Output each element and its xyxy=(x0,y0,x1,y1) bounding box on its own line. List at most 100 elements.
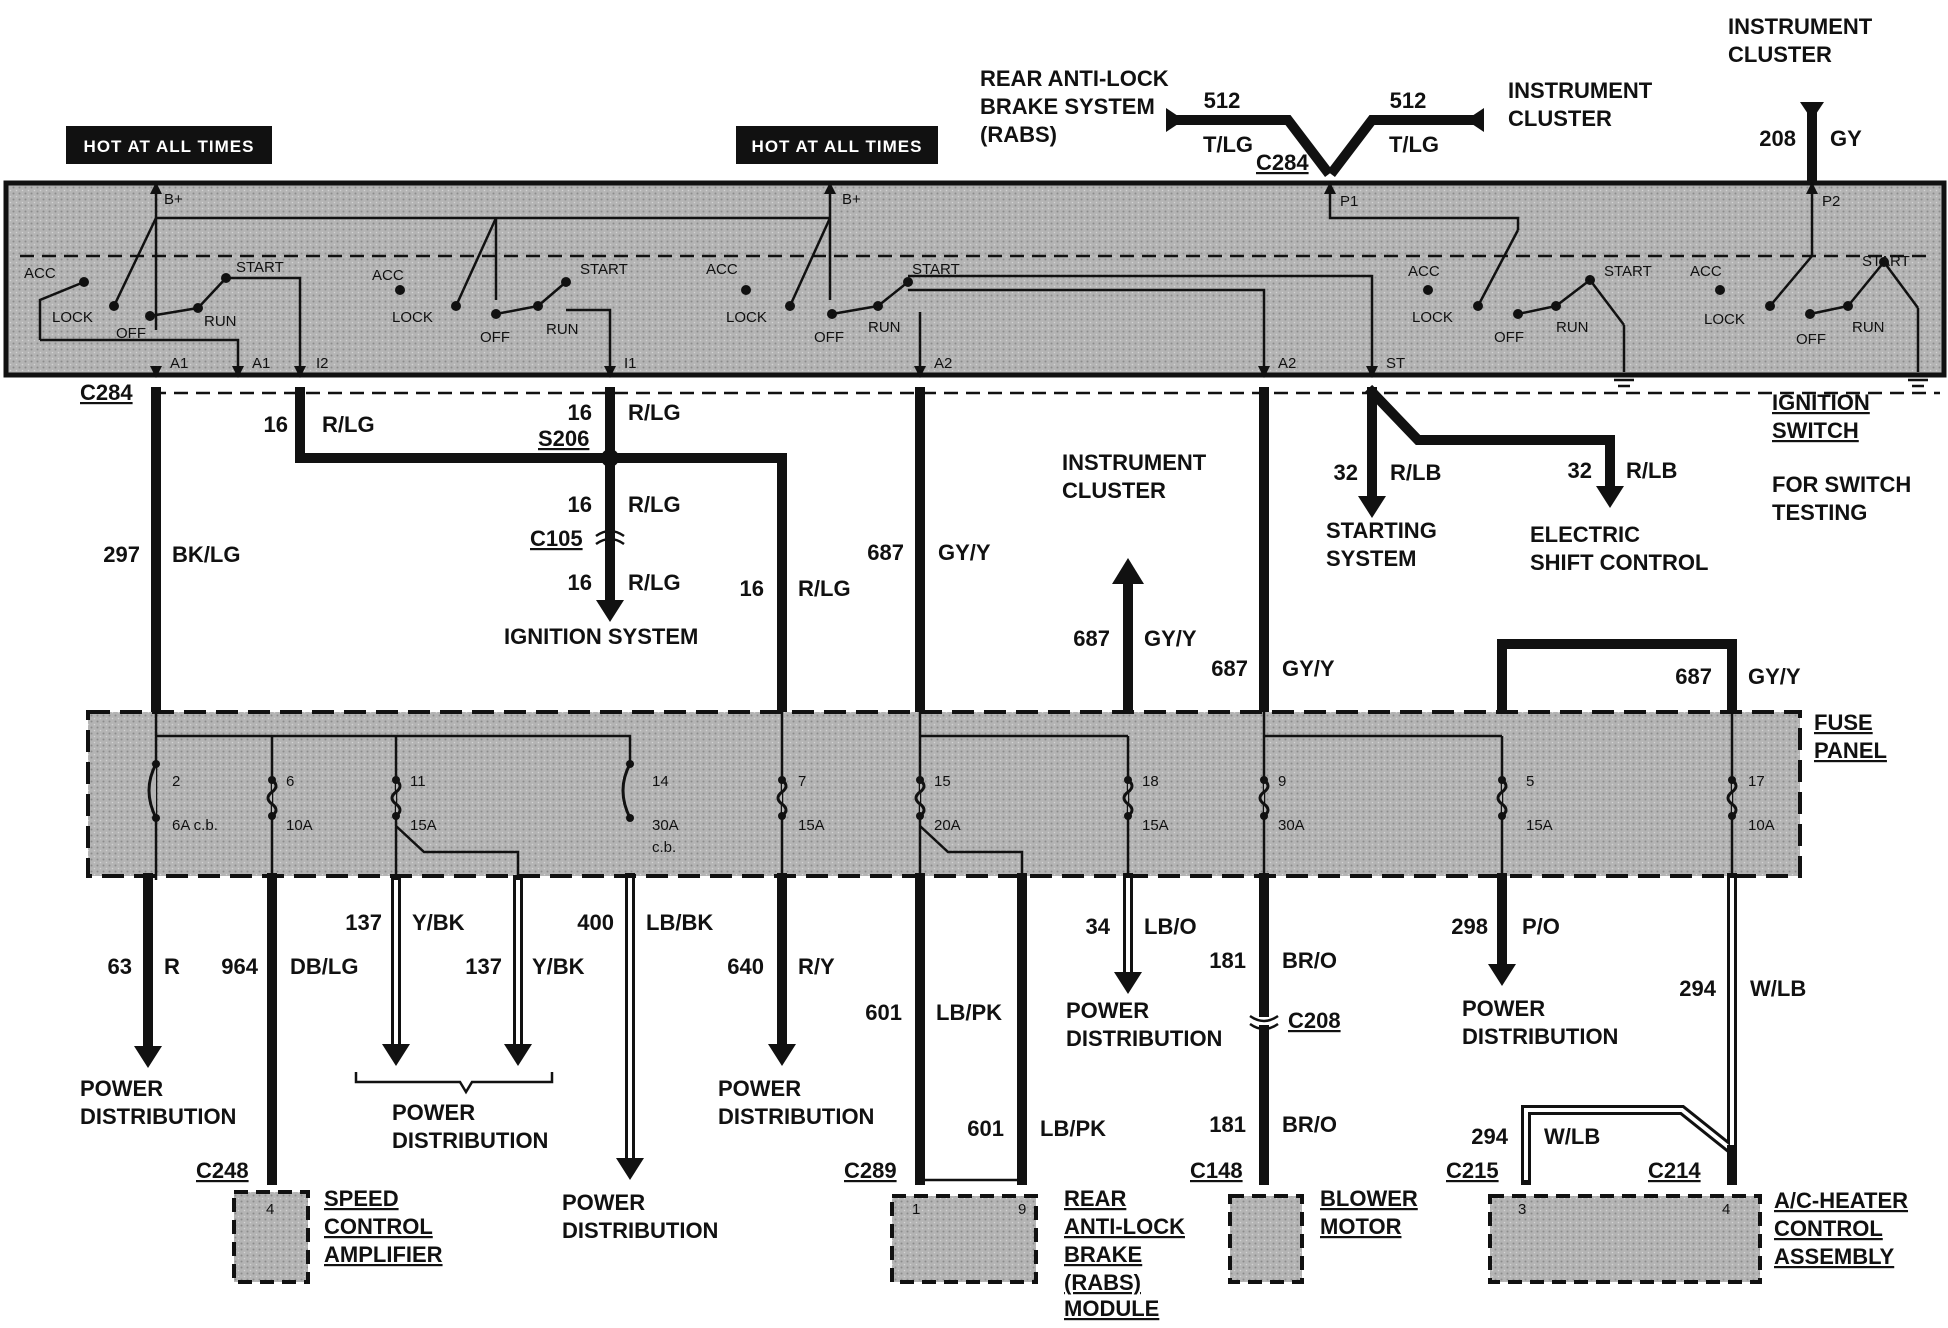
lock-label-3: LOCK xyxy=(726,309,767,326)
wire-687d-color: GY/Y xyxy=(1748,664,1801,689)
switch-group-4 xyxy=(1423,229,1595,319)
wire-964-num: 964 xyxy=(221,954,258,979)
start-label-2: START xyxy=(580,261,628,278)
wire-687b-num: 687 xyxy=(1073,626,1110,651)
terminal-arrows xyxy=(150,182,1818,378)
power-dist-brace xyxy=(354,1072,554,1095)
fuse-terminal xyxy=(1728,776,1736,784)
instr-cluster-right-1: INSTRUMENT xyxy=(1508,78,1653,103)
wire-400-color: LB/BK xyxy=(646,910,713,935)
p1-bus xyxy=(1328,186,1520,230)
hot-tag-1 xyxy=(66,126,272,164)
rabs-mod-1: REAR xyxy=(1064,1186,1126,1211)
c215-label: C215 xyxy=(1446,1158,1499,1183)
acc-label-1: ACC xyxy=(24,265,56,282)
power-dist-5b: DISTRIBUTION xyxy=(1066,1026,1222,1051)
fuse-symbols xyxy=(147,760,1738,822)
ground-icon xyxy=(1904,372,1932,388)
fuse-18-rating: 15A xyxy=(1142,817,1169,834)
c208-label: C208 xyxy=(1288,1008,1341,1033)
wire-298-num: 298 xyxy=(1451,914,1488,939)
wire-181a-num: 181 xyxy=(1209,948,1246,973)
term-i2: I2 xyxy=(316,355,329,372)
ac-label-3: ASSEMBLY xyxy=(1774,1244,1895,1269)
pin-9-rabs: 9 xyxy=(1018,1201,1026,1218)
instr-cluster-mid-2: CLUSTER xyxy=(1062,478,1166,503)
wire-16e-color: R/LG xyxy=(798,576,851,601)
fuse-panel-label-2: PANEL xyxy=(1814,738,1887,763)
wire-16d-color: R/LG xyxy=(628,570,681,595)
pin-1-rabs: 1 xyxy=(912,1201,920,1218)
wire-512-left xyxy=(1173,115,1334,178)
wire-16b-color: R/LG xyxy=(628,400,681,425)
ignition-switch-label-2: SWITCH xyxy=(1772,418,1859,443)
st-bus xyxy=(908,274,1374,368)
wire-687c-color: GY/Y xyxy=(1282,656,1335,681)
fuse-7-num: 7 xyxy=(798,773,806,790)
rabs-mod-4: (RABS) xyxy=(1064,1270,1141,1295)
lock-label-5: LOCK xyxy=(1704,311,1745,328)
ignition-switch-box xyxy=(3,180,1947,378)
fuse-bus-1 xyxy=(156,734,632,764)
power-dist-3b: DISTRIBUTION xyxy=(562,1218,718,1243)
term-a1-1: A1 xyxy=(170,355,188,372)
wire-181a-color: BR/O xyxy=(1282,948,1337,973)
term-p1: P1 xyxy=(1340,193,1358,210)
fuse-2-num: 2 xyxy=(172,773,180,790)
pin-4-ac: 4 xyxy=(1722,1201,1730,1218)
fuse-9-num: 9 xyxy=(1278,773,1286,790)
term-st: ST xyxy=(1386,355,1405,372)
fuse-2-rating: 6A c.b. xyxy=(172,817,218,834)
fuse-terminal xyxy=(268,812,276,820)
wire-294a-num: 294 xyxy=(1679,976,1716,1001)
arrow-400 xyxy=(616,1158,644,1180)
wire-32a-num: 32 xyxy=(1334,460,1358,485)
fuse-split-15 xyxy=(919,825,1024,880)
fuse-terminal xyxy=(152,760,160,768)
fuse-18-num: 18 xyxy=(1142,773,1159,790)
term-a1-2: A1 xyxy=(252,355,270,372)
fuse-terminal xyxy=(1124,812,1132,820)
wire-137a-color: Y/BK xyxy=(412,910,465,935)
rabs-module-box xyxy=(890,1194,1038,1284)
wire-687b-color: GY/Y xyxy=(1144,626,1197,651)
wire-32b xyxy=(1364,384,1615,495)
instr-cluster-mid-1: INSTRUMENT xyxy=(1062,450,1207,475)
fuse-terminal xyxy=(1260,776,1268,784)
arrow-208 xyxy=(1800,102,1824,120)
rabs-label-3: (RABS) xyxy=(980,122,1057,147)
lock-label-4: LOCK xyxy=(1412,309,1453,326)
fuse-terminal xyxy=(392,812,400,820)
power-dist-6a: POWER xyxy=(1462,996,1545,1021)
fuse-terminal xyxy=(626,760,634,768)
wire-208-num: 208 xyxy=(1759,126,1796,151)
arrow-137b xyxy=(504,1044,532,1066)
power-dist-4b: DISTRIBUTION xyxy=(718,1104,874,1129)
pin-4-speed: 4 xyxy=(266,1201,274,1218)
arrow-34 xyxy=(1114,972,1142,994)
wire-294-inner xyxy=(1524,878,1734,1180)
fuse-symbol xyxy=(1726,778,1738,818)
wire-181b-color: BR/O xyxy=(1282,1112,1337,1137)
hot-tag-1-text: HOT AT ALL TIMES xyxy=(84,137,255,156)
speed-label-2: CONTROL xyxy=(324,1214,433,1239)
fuse-symbol xyxy=(776,778,788,818)
switch-testing-1: FOR SWITCH xyxy=(1772,472,1911,497)
fuse-7-rating: 15A xyxy=(798,817,825,834)
wire-32b-num: 32 xyxy=(1568,458,1592,483)
wire-16-loop xyxy=(295,387,787,717)
wire-137b-num: 137 xyxy=(465,954,502,979)
wire-294b-num: 294 xyxy=(1471,1124,1508,1149)
fuse-17-num: 17 xyxy=(1748,773,1765,790)
fuse-5-rating: 15A xyxy=(1526,817,1553,834)
pin-3-ac: 3 xyxy=(1518,1201,1526,1218)
hot-tag-2 xyxy=(736,126,938,164)
wire-294a-color: W/LB xyxy=(1750,976,1806,1001)
fuse-terminal xyxy=(1260,812,1268,820)
wire-687d-num: 687 xyxy=(1675,664,1712,689)
wire-687d xyxy=(1497,639,1737,717)
instr-cluster-top-1: INSTRUMENT xyxy=(1728,14,1873,39)
fuse-symbol xyxy=(1122,778,1134,818)
c284-label: C284 xyxy=(80,380,133,405)
start-label-1: START xyxy=(236,259,284,276)
